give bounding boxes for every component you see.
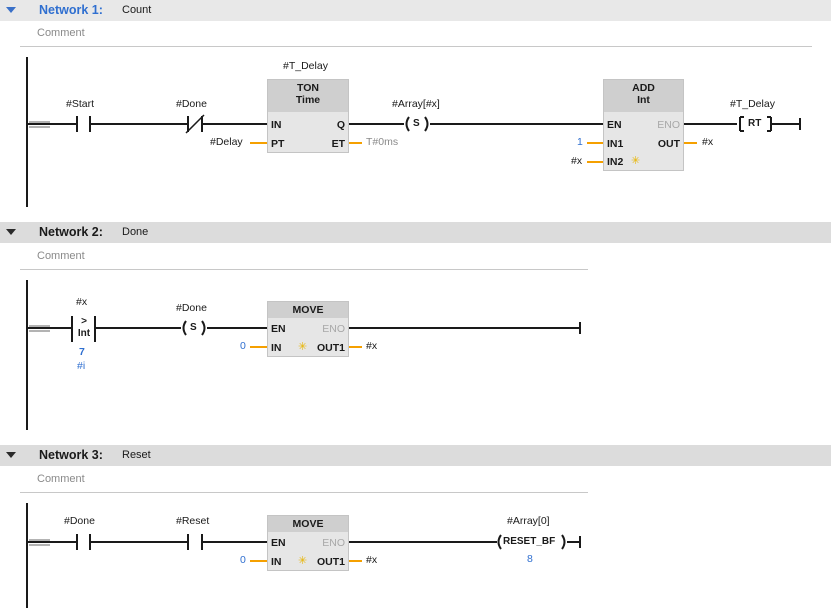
contact-operand-reset[interactable]: #Reset	[176, 515, 210, 527]
triangle-down-icon[interactable]	[6, 7, 16, 13]
in1-value[interactable]: 1	[577, 136, 583, 148]
compare-value[interactable]: 7	[79, 346, 85, 358]
contact-no-start[interactable]	[77, 114, 91, 134]
pin-eno: ENO	[657, 119, 680, 131]
network-comment[interactable]: Comment	[37, 250, 85, 262]
timer-instance[interactable]: #T_Delay	[283, 60, 328, 72]
pt-operand[interactable]: #Delay	[210, 136, 243, 148]
pin-en: EN	[271, 323, 286, 335]
pin-en: EN	[607, 119, 622, 131]
star-icon[interactable]: ✳	[631, 155, 641, 167]
ton-timer-box[interactable]: TON Time IN Q PT ET	[267, 79, 349, 153]
star-icon[interactable]: ✳	[298, 555, 308, 567]
out-operand[interactable]: #x	[702, 136, 714, 148]
triangle-down-icon[interactable]	[6, 452, 16, 458]
network-number: Network 2:	[39, 225, 103, 239]
set-coil-symbol[interactable]: S	[190, 322, 197, 333]
network-comment[interactable]: Comment	[37, 473, 85, 485]
box-name: ADD	[632, 82, 655, 94]
compare-gt-contact[interactable]: > Int	[72, 314, 96, 344]
compare-type[interactable]: Int	[77, 328, 91, 339]
contact-operand-done[interactable]: #Done	[64, 515, 95, 527]
reset-coil-symbol[interactable]: RESET_BF	[503, 536, 556, 547]
reset-coil-operand[interactable]: #T_Delay	[730, 98, 775, 110]
contact-no-done[interactable]	[77, 532, 91, 552]
out-operand[interactable]: #x	[366, 340, 378, 352]
et-operand[interactable]: T#0ms	[366, 136, 399, 148]
contact-nc-done[interactable]	[187, 114, 203, 134]
set-coil-operand[interactable]: #Array[#x]	[392, 98, 440, 110]
out-operand[interactable]: #x	[366, 554, 378, 566]
box-type[interactable]: Time	[295, 94, 321, 106]
in-value[interactable]: 0	[240, 340, 246, 352]
box-type[interactable]: Int	[637, 94, 650, 106]
comment-divider	[20, 269, 588, 270]
in-value[interactable]: 0	[240, 554, 246, 566]
network-number: Network 3:	[39, 448, 103, 462]
pin-q: Q	[336, 119, 345, 131]
compare-operand-bottom[interactable]: #i	[77, 360, 86, 372]
box-name: MOVE	[268, 302, 348, 318]
comment-divider	[20, 492, 588, 493]
pin-out: OUT	[657, 138, 680, 150]
network-2-header[interactable]: Network 2: Done	[0, 222, 831, 243]
pin-eno: ENO	[322, 323, 345, 335]
compare-operand-top[interactable]: #x	[76, 296, 88, 308]
pin-in: IN	[271, 556, 282, 568]
triangle-down-icon[interactable]	[6, 229, 16, 235]
contact-no-reset[interactable]	[187, 532, 203, 552]
move-box[interactable]: MOVE EN ENO IN ✳ OUT1	[267, 515, 349, 571]
pin-in1: IN1	[607, 138, 624, 150]
reset-coil-symbol[interactable]: RT	[748, 118, 762, 129]
pin-out1: OUT1	[316, 342, 345, 354]
network-title[interactable]: Reset	[122, 449, 151, 461]
pin-in: IN	[271, 342, 282, 354]
pin-eno: ENO	[322, 537, 345, 549]
star-icon[interactable]: ✳	[298, 341, 308, 353]
network-3-header[interactable]: Network 3: Reset	[0, 445, 831, 466]
box-name: TON	[297, 82, 319, 94]
pin-in: IN	[271, 119, 282, 131]
pin-out1: OUT1	[316, 556, 345, 568]
network-number: Network 1:	[39, 3, 103, 17]
pin-pt: PT	[271, 138, 285, 150]
network-title[interactable]: Count	[122, 4, 152, 16]
network-comment[interactable]: Comment	[37, 27, 85, 39]
add-box[interactable]: ADD Int EN ENO IN1 OUT IN2 ✳	[603, 79, 684, 171]
reset-coil-operand[interactable]: #Array[0]	[507, 515, 550, 527]
network-title[interactable]: Done	[122, 226, 149, 238]
compare-operator: >	[81, 316, 87, 327]
network-1-header[interactable]: Network 1: Count	[0, 0, 831, 21]
in2-operand[interactable]: #x	[571, 155, 583, 167]
contact-operand-start[interactable]: #Start	[66, 98, 95, 110]
contact-operand-done[interactable]: #Done	[176, 98, 207, 110]
set-coil-symbol[interactable]: S	[413, 118, 420, 129]
comment-divider	[20, 46, 812, 47]
move-box[interactable]: MOVE EN ENO IN ✳ OUT1	[267, 301, 349, 357]
pin-in2: IN2	[607, 156, 624, 168]
reset-coil-value[interactable]: 8	[527, 553, 533, 565]
pin-et: ET	[331, 138, 345, 150]
set-coil-operand[interactable]: #Done	[176, 302, 207, 314]
pin-en: EN	[271, 537, 286, 549]
box-name: MOVE	[268, 516, 348, 532]
